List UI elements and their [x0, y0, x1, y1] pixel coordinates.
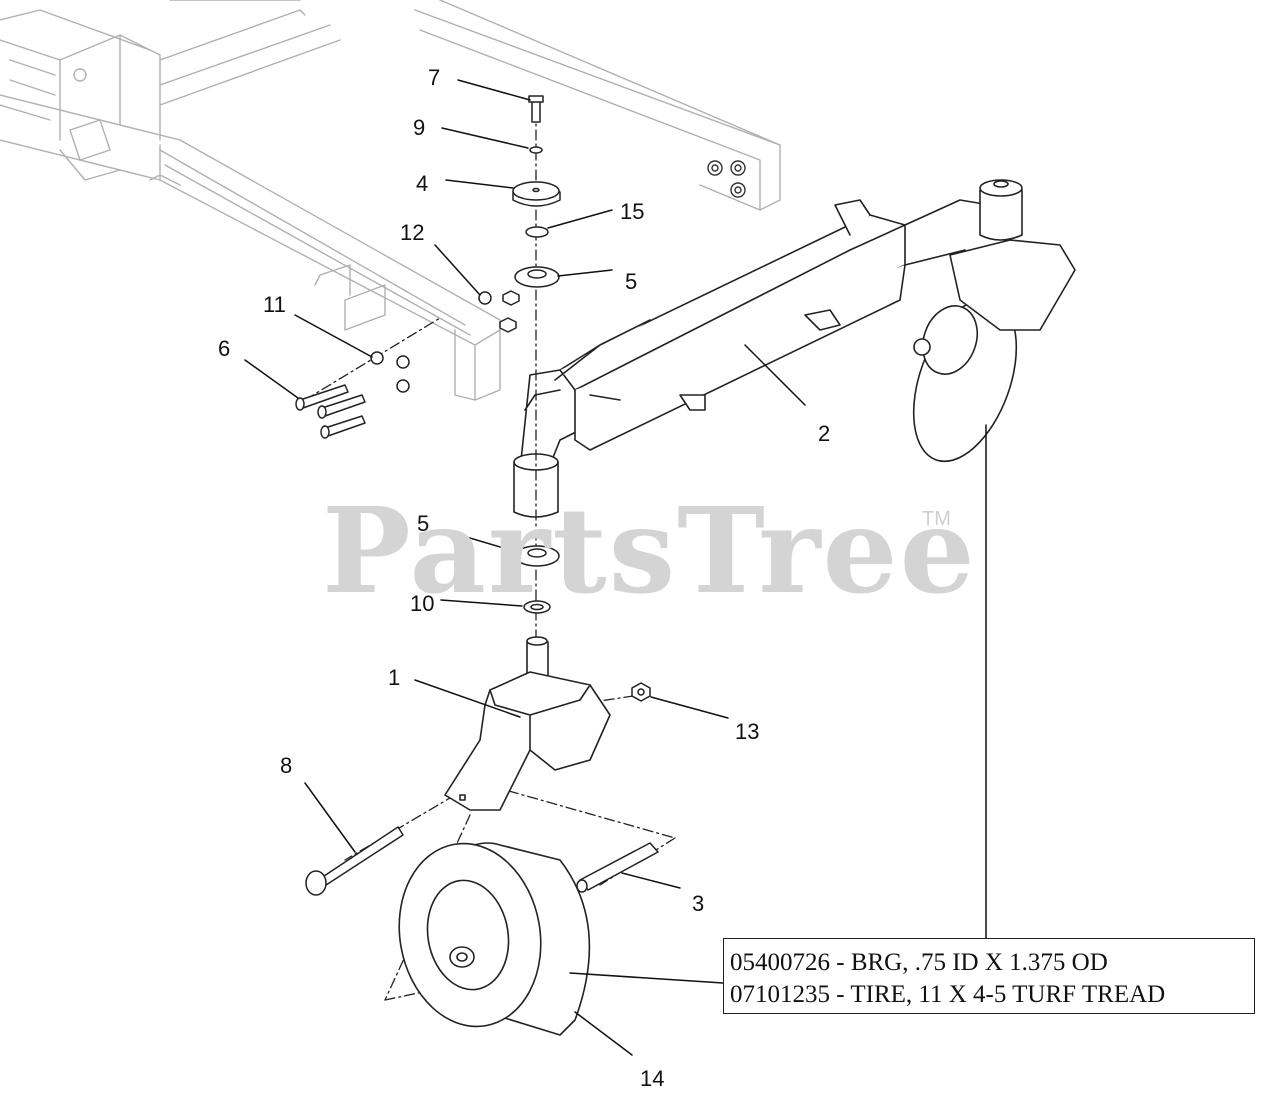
callout-7: 7 — [428, 65, 441, 90]
frame-assembly — [0, 0, 781, 401]
frame-bolts — [707, 160, 746, 198]
callout-11: 11 — [263, 292, 286, 317]
callout-8: 8 — [280, 753, 293, 778]
watermark-tm: TM — [922, 508, 951, 530]
callout-14: 14 — [640, 1066, 665, 1091]
lower-wheel — [398, 842, 591, 1036]
callout-6: 6 — [218, 336, 231, 361]
callout-3: 3 — [692, 891, 705, 916]
legend-row-bearing[interactable]: 05400726 - BRG, .75 ID X 1.375 OD — [730, 949, 1108, 976]
legend-row-tire[interactable]: 07101235 - TIRE, 11 X 4-5 TURF TREAD — [730, 981, 1166, 1008]
callout-13: 13 — [735, 719, 760, 744]
callout-4: 4 — [416, 171, 429, 196]
callout-9: 9 — [413, 115, 426, 140]
leader-lines — [244, 79, 987, 1056]
upper-caster — [912, 179, 1076, 463]
callout-5-bottom: 5 — [417, 511, 430, 536]
callout-10: 10 — [410, 591, 435, 616]
parts-legend-box: 05400726 - BRG, .75 ID X 1.375 OD 071012… — [723, 938, 1255, 1014]
callout-12: 12 — [400, 220, 425, 245]
callout-1: 1 — [388, 665, 401, 690]
callout-2: 2 — [818, 421, 831, 446]
caster-fork — [444, 636, 611, 811]
hardware-parts — [295, 95, 659, 896]
watermark-text: PartsTree — [322, 481, 977, 620]
callout-5-top: 5 — [625, 269, 638, 294]
callout-15: 15 — [620, 199, 645, 224]
